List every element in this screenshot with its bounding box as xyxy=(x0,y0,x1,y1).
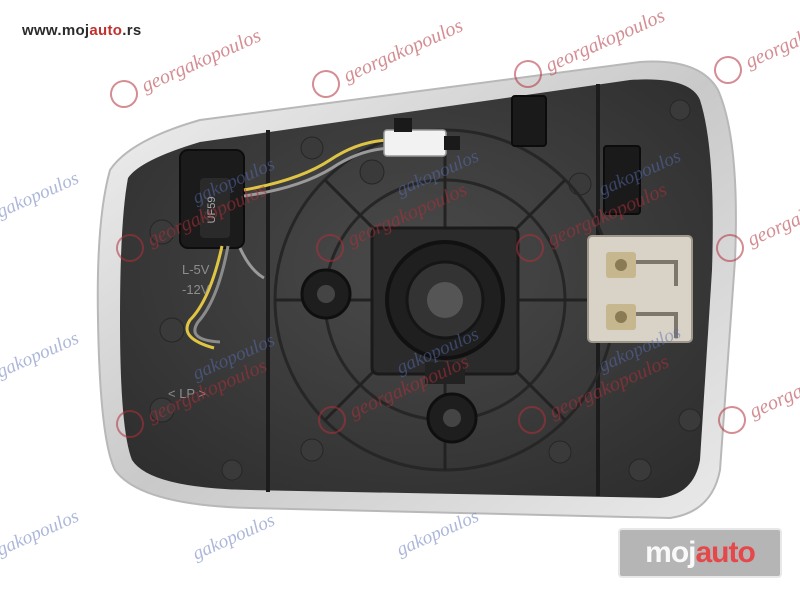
svg-text:georgakopoulos: georgakopoulos xyxy=(742,1,800,73)
svg-text:gakopoulos: gakopoulos xyxy=(189,510,278,565)
svg-text:gakopoulos: gakopoulos xyxy=(393,506,482,561)
plug-top xyxy=(383,118,460,157)
label-5v: L-5V xyxy=(182,262,210,277)
site-url: www.mojauto.rs xyxy=(22,22,142,39)
top-clips xyxy=(511,95,641,215)
svg-text:gakopoulos: gakopoulos xyxy=(0,506,82,561)
svg-text:gakopoulos: gakopoulos xyxy=(0,328,82,383)
svg-text:georgakopoulos: georgakopoulos xyxy=(138,25,264,97)
center-hub xyxy=(370,226,520,384)
svg-text:georgakopoulos: georgakopoulos xyxy=(746,351,800,423)
connector-code: UF59 xyxy=(206,197,218,224)
motor-connector: UF59 xyxy=(179,149,245,249)
svg-text:georgakopoulos: georgakopoulos xyxy=(340,15,466,87)
heater-terminals xyxy=(587,235,693,343)
wiring-harness xyxy=(185,138,395,350)
svg-text:georgakopoulos: georgakopoulos xyxy=(744,179,800,251)
label-lp: < LP > xyxy=(168,386,206,401)
svg-text:gakopoulos: gakopoulos xyxy=(0,168,82,223)
embossed-labels: L-5V -12V < LP > xyxy=(168,262,210,401)
surface-dimples xyxy=(149,99,702,482)
label-12v: -12V xyxy=(182,282,210,297)
